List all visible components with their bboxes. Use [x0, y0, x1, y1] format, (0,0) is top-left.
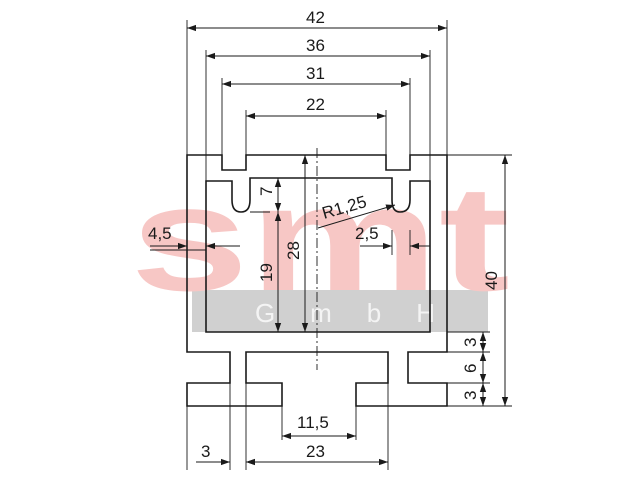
- dim-lower-height: 19: [257, 263, 276, 282]
- dim-inner-height: 28: [284, 241, 303, 260]
- dim-slot-depth: 7: [257, 187, 276, 196]
- dim-base-width: 23: [306, 442, 325, 461]
- dim-groove-width: 2,5: [355, 224, 379, 243]
- dim-overall-height: 40: [482, 271, 501, 290]
- dim-foot-bottom: 3: [461, 391, 480, 400]
- dim-inner-width: 31: [306, 64, 325, 83]
- dim-overall-width: 42: [306, 8, 325, 27]
- dim-foot-offset: 3: [201, 442, 210, 461]
- dim-wall-thickness: 4,5: [148, 224, 172, 243]
- dim-foot-top: 3: [461, 338, 480, 347]
- dim-foot-mid: 6: [461, 364, 480, 373]
- dim-base-opening: 11,5: [297, 413, 329, 432]
- dim-outer-slot-width: 36: [306, 36, 325, 55]
- watermark-band: [192, 290, 488, 332]
- dim-slot-opening: 22: [306, 95, 325, 114]
- dimension-lines: [150, 24, 509, 466]
- inner-cavity: [205, 177, 431, 333]
